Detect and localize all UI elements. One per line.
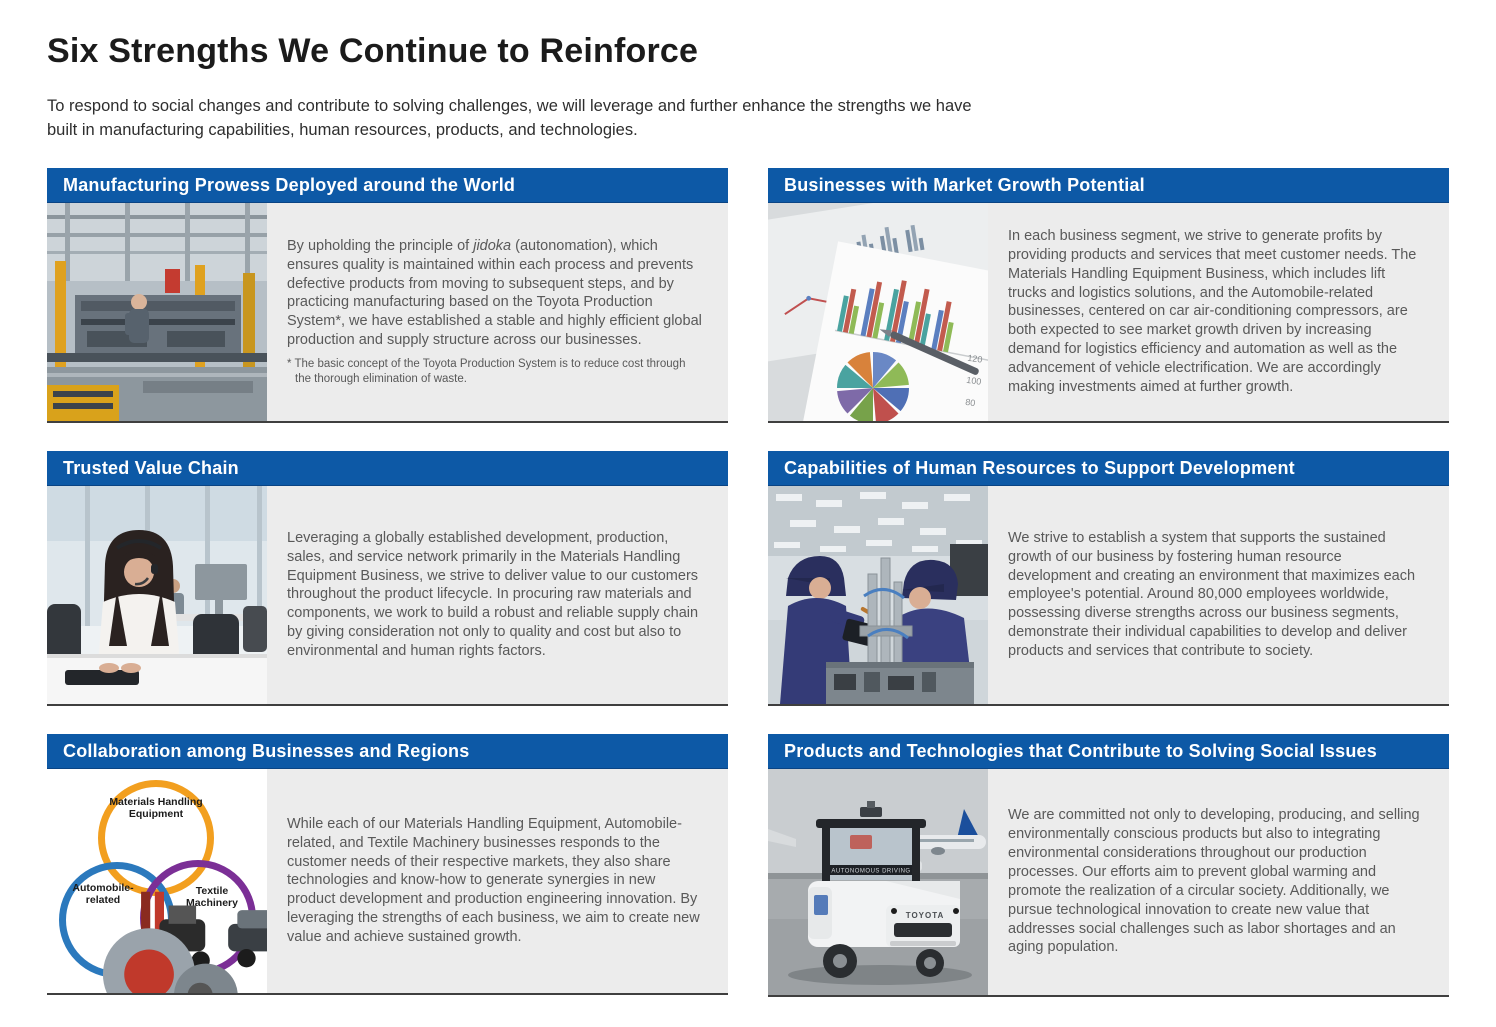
panel-header: Manufacturing Prowess Deployed around th… <box>47 167 728 203</box>
customer-service-office-photo <box>47 485 267 704</box>
page-intro: To respond to social changes and contrib… <box>47 97 972 139</box>
compressor-icon <box>102 928 238 993</box>
venn-label-textile: Textile Machinery <box>186 884 238 909</box>
body-text-italic: jidoka <box>473 237 512 254</box>
panel-header: Trusted Value Chain <box>47 450 728 486</box>
business-charts-photo: 120 100 80 <box>768 202 988 421</box>
autonomous-towing-tractor-photo: AUTONOMOUS DRIVING TOYOTA <box>768 768 988 995</box>
page-title: Six Strengths We Continue to Reinforce <box>47 32 699 70</box>
tractor-brand-text: TOYOTA <box>906 911 945 920</box>
body-text-part: (autonomation), which ensures quality is… <box>287 237 702 349</box>
panel-body-text: We strive to establish a system that sup… <box>1008 529 1416 659</box>
panel-header: Capabilities of Human Resources to Suppo… <box>768 450 1449 486</box>
panel-collaboration: Collaboration among Businesses and Regio… <box>47 733 728 997</box>
loom-icon <box>187 982 213 993</box>
office-photo-illustration <box>47 485 267 704</box>
engineers-skills-training-photo <box>768 485 988 704</box>
panel-products-technologies: Products and Technologies that Contribut… <box>768 733 1449 997</box>
body-text-part: By upholding the principle of <box>287 237 474 254</box>
panel-trusted-value-chain: Trusted Value Chain <box>47 450 728 706</box>
chart-axis-label: 100 <box>966 375 982 387</box>
factory-photo-illustration <box>47 202 267 421</box>
tow-tractor-photo-illustration: AUTONOMOUS DRIVING TOYOTA <box>768 768 988 995</box>
chart-axis-label: 80 <box>965 397 976 408</box>
tow-tractor: AUTONOMOUS DRIVING TOYOTA <box>788 800 972 985</box>
pie-chart <box>837 351 909 421</box>
venn-label-materials-handling: Materials Handling Equipment <box>109 795 203 820</box>
factory-production-line-photo <box>47 202 267 421</box>
lab-photo-illustration <box>768 485 988 704</box>
panel-market-growth: Businesses with Market Growth Potential <box>768 167 1449 423</box>
panel-body-text: We are committed not only to developing,… <box>1008 807 1420 956</box>
footnote-text: * The basic concept of the Toyota Produc… <box>287 357 686 385</box>
business-segments-venn-diagram: Materials Handling Equipment Automobile-… <box>47 768 267 993</box>
windshield-banner-text: AUTONOMOUS DRIVING <box>831 868 910 874</box>
panel-header: Collaboration among Businesses and Regio… <box>47 733 728 769</box>
panel-header: Businesses with Market Growth Potential <box>768 167 1449 203</box>
venn-label-automobile: Automobile-related <box>72 881 134 906</box>
panel-human-resources: Capabilities of Human Resources to Suppo… <box>768 450 1449 706</box>
panel-body-text: While each of our Materials Handling Equ… <box>287 815 700 945</box>
panel-body-text: Leveraging a globally established develo… <box>287 529 699 659</box>
chart-axis-label: 120 <box>967 353 983 365</box>
panel-manufacturing-prowess: Manufacturing Prowess Deployed around th… <box>47 167 728 423</box>
strengths-grid: Manufacturing Prowess Deployed around th… <box>47 167 1449 997</box>
charts-photo-illustration: 120 100 80 <box>768 202 988 421</box>
panel-body-text: By upholding the principle of jidoka (au… <box>287 237 704 350</box>
panel-body-text: In each business segment, we strive to g… <box>1008 228 1417 395</box>
panel-header: Products and Technologies that Contribut… <box>768 733 1449 769</box>
